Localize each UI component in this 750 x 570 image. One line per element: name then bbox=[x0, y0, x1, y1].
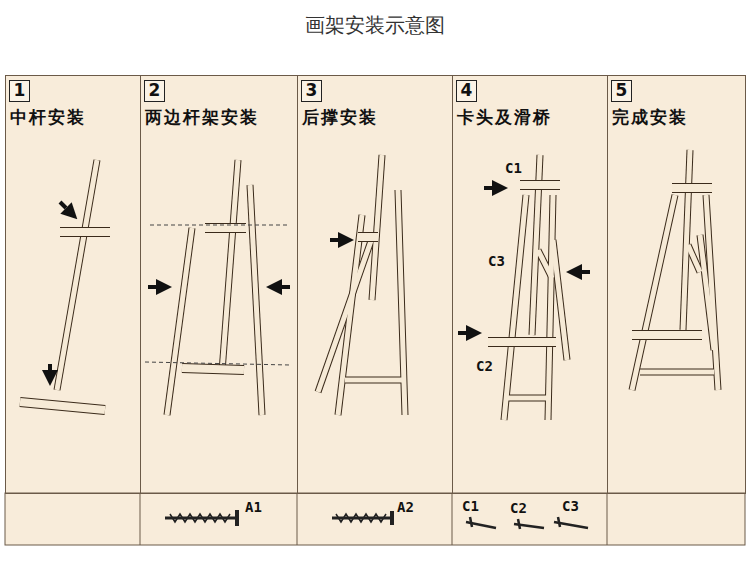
part-callout: C1 bbox=[505, 160, 522, 176]
step-panel: 卡头及滑桥 4 bbox=[452, 75, 608, 494]
part-code: C2 bbox=[510, 500, 527, 516]
step-number-box: 5 bbox=[611, 80, 632, 102]
part-code: A2 bbox=[397, 499, 414, 515]
rod-outline bbox=[57, 150, 718, 420]
assembly-arrow bbox=[50, 188, 590, 370]
step-number: 4 bbox=[461, 80, 473, 100]
step-number: 5 bbox=[616, 80, 628, 100]
bar-fill bbox=[20, 185, 712, 410]
guide-line bbox=[145, 225, 290, 365]
step-panel: 两边杆架安装 2 bbox=[140, 75, 298, 494]
part-callout: C3 bbox=[488, 253, 505, 269]
screw-symbol bbox=[165, 510, 392, 526]
rod-fill bbox=[57, 150, 718, 420]
step-heading: 中杆安装 bbox=[10, 106, 86, 129]
step-heading: 卡头及滑桥 bbox=[457, 106, 552, 129]
step-number-box: 1 bbox=[9, 80, 30, 102]
panel-ground bbox=[5, 75, 745, 545]
step-panel: 后撑安装 3 bbox=[297, 75, 453, 494]
step-heading: 两边杆架安装 bbox=[145, 106, 259, 129]
part-code: A1 bbox=[245, 499, 262, 515]
bolt-symbol bbox=[466, 517, 588, 529]
diagram-title: 画架安装示意图 bbox=[0, 12, 750, 39]
step-panel: 中杆安装 1 bbox=[5, 75, 141, 494]
step-heading: 后撑安装 bbox=[302, 106, 378, 129]
parts-strip bbox=[5, 493, 745, 545]
step-number-box: 2 bbox=[144, 80, 165, 102]
bar-outline bbox=[20, 185, 712, 410]
part-code: C3 bbox=[562, 498, 579, 514]
strip-divider bbox=[140, 493, 607, 545]
step-number-box: 4 bbox=[456, 80, 477, 102]
step-heading: 完成安装 bbox=[612, 106, 688, 129]
step-panel: 完成安装 5 bbox=[607, 75, 746, 494]
step-number: 3 bbox=[306, 80, 318, 100]
part-callout: C2 bbox=[476, 358, 493, 374]
part-code: C1 bbox=[462, 498, 479, 514]
step-number: 1 bbox=[14, 80, 26, 100]
step-number: 2 bbox=[149, 80, 161, 100]
step-number-box: 3 bbox=[301, 80, 322, 102]
